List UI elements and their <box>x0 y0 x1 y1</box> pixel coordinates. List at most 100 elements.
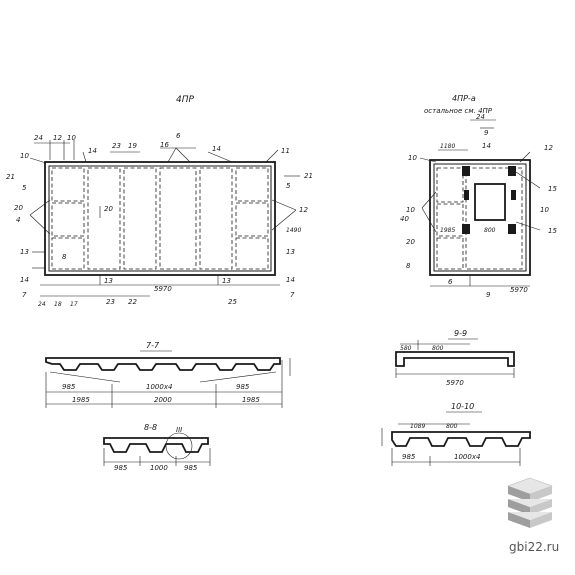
plan-4pr-a-outline <box>429 159 531 276</box>
plan-4pr-a-label-8: 8 <box>406 262 411 270</box>
plan-4pr-a-label-5970: 5970 <box>510 286 528 294</box>
section-8-8: 8-8 III 985 1000 985 <box>103 423 211 472</box>
plan-4pr-a-label-10l: 10 <box>406 206 415 214</box>
plan-4pr-label-5r: 5 <box>286 182 291 190</box>
plan-4pr-label-8: 8 <box>62 253 67 261</box>
plan-4pr-a-label-20: 20 <box>406 238 415 246</box>
watermark-text: gbi22.ru <box>509 540 559 554</box>
plan-4pr-label-12r: 12 <box>299 206 308 214</box>
plan-4pr-label-10t: 10 <box>67 134 76 142</box>
plan-4pr: 4ПР <box>6 95 313 308</box>
section-7-7-dim-1985b: 1985 <box>242 396 260 404</box>
plan-4pr-inner-border <box>48 165 272 272</box>
plan-4pr-title: 4ПР <box>176 95 194 105</box>
section-7-7-title: 7-7 <box>146 341 160 350</box>
section-10-10: 10-10 1089 800 985 1000x4 <box>381 402 531 466</box>
watermark: gbi22.ru <box>507 477 559 554</box>
plan-4pr-dim-24: 24 <box>38 301 46 308</box>
plan-4pr-bottom-annotations: 13 13 5970 24 18 17 23 22 25 <box>38 275 280 308</box>
section-7-7-dim-985a: 985 <box>62 383 76 391</box>
plan-4pr-label-13b1: 13 <box>104 277 113 285</box>
plan-4pr-label-14r: 14 <box>286 276 295 284</box>
plan-4pr-label-10l: 10 <box>20 152 29 160</box>
section-8-8-detail-circle <box>165 432 193 460</box>
section-9-9-dim-5970: 5970 <box>446 379 464 387</box>
plan-4pr-label-7r: 7 <box>290 291 295 299</box>
section-7-7-dim-1985a: 1985 <box>72 396 90 404</box>
plan-4pr-a-label-12: 12 <box>544 144 553 152</box>
section-8-8-profile <box>103 437 209 453</box>
section-9-9-title: 9-9 <box>454 329 467 338</box>
plan-4pr-top-annotations: 24 12 10 14 23 19 6 16 14 11 <box>34 132 290 163</box>
plan-4pr-label-23: 23 <box>112 142 121 150</box>
plan-4pr-a-label-10: 10 <box>408 154 417 162</box>
section-10-10-dim-985: 985 <box>402 453 416 461</box>
plan-4pr-a-annotations: 24 9 14 10 1180 12 15 10 15 10 40 20 198… <box>400 113 557 299</box>
plan-4pr-a-ribs <box>436 167 523 270</box>
plan-4pr-dim-17: 17 <box>70 301 78 308</box>
section-10-10-dim-1089: 1089 <box>410 423 425 430</box>
plan-4pr-a-label-1985: 1985 <box>440 227 455 234</box>
plan-4pr-a-subtitle: остальное см. 4ПР <box>424 107 493 115</box>
plan-4pr-a-label-15a: 15 <box>548 185 557 193</box>
plan-4pr-dim-22: 22 <box>128 298 137 306</box>
plan-4pr-a-label-10r: 10 <box>540 206 549 214</box>
section-7-7-dim-1000x4: 1000x4 <box>146 383 172 391</box>
section-9-9-dim-580: 580 <box>400 345 412 352</box>
section-7-7-dim-985b: 985 <box>236 383 250 391</box>
plan-4pr-a-label-15b: 15 <box>548 227 557 235</box>
section-8-8-title: 8-8 <box>144 423 157 432</box>
plan-4pr-ribs <box>51 167 269 270</box>
plan-4pr-label-14l: 14 <box>20 276 29 284</box>
plan-4pr-label-13l: 13 <box>20 248 29 256</box>
stack-logo-icon <box>507 477 553 528</box>
plan-4pr-label-12: 12 <box>53 134 62 142</box>
plan-4pr-label-21l: 21 <box>6 173 15 181</box>
plan-4pr-a-hatched-blocks <box>462 166 516 234</box>
plan-4pr-label-14a: 14 <box>88 147 97 155</box>
section-8-8-dim-1000: 1000 <box>150 464 168 472</box>
plan-4pr-a-label-800: 800 <box>484 227 496 234</box>
section-8-8-dim-985b: 985 <box>184 464 198 472</box>
section-7-7-profile <box>45 357 281 371</box>
plan-4pr-label-21r: 21 <box>304 172 313 180</box>
plan-4pr-dim-25: 25 <box>228 298 237 306</box>
plan-4pr-a-title: 4ПР-а <box>452 94 476 103</box>
plan-4pr-label-13r: 13 <box>286 248 295 256</box>
plan-4pr-label-5970: 5970 <box>154 285 172 293</box>
section-7-7-dim-2000: 2000 <box>154 396 172 404</box>
plan-4pr-a-label-14: 14 <box>482 142 491 150</box>
plan-4pr-a-label-24: 24 <box>476 113 485 121</box>
plan-4pr-left-annotations: 10 21 5 20 4 13 14 7 8 20 <box>6 152 113 299</box>
plan-4pr-label-11: 11 <box>281 147 290 155</box>
plan-4pr-label-13b2: 13 <box>222 277 231 285</box>
section-9-9-profile <box>395 351 515 367</box>
plan-4pr-label-4l: 4 <box>16 216 20 224</box>
plan-4pr-label-14b: 14 <box>212 145 221 153</box>
section-9-9: 9-9 580 800 5970 <box>395 329 515 387</box>
plan-4pr-label-24: 24 <box>34 134 43 142</box>
section-10-10-profile <box>391 431 531 447</box>
plan-4pr-a-label-1180: 1180 <box>440 143 455 150</box>
plan-4pr-right-annotations: 5 21 12 1490 13 14 7 <box>271 172 313 299</box>
plan-4pr-label-7l: 7 <box>22 291 27 299</box>
plan-4pr-a-label-40: 40 <box>400 215 409 223</box>
plan-4pr-label-6: 6 <box>176 132 181 140</box>
plan-4pr-a-label-6: 6 <box>448 278 453 286</box>
plan-4pr-a-inner-border <box>433 163 527 272</box>
plan-4pr-dim-23: 23 <box>106 298 115 306</box>
plan-4pr-a: 4ПР-а остальное см. 4ПР <box>400 94 557 299</box>
plan-4pr-a-label-9: 9 <box>484 129 489 137</box>
section-10-10-dim-1000x4: 1000x4 <box>454 453 480 461</box>
plan-4pr-a-label-9b: 9 <box>486 291 491 299</box>
plan-4pr-label-20c: 20 <box>104 205 113 213</box>
plan-4pr-dim-18: 18 <box>54 301 62 308</box>
section-8-8-dim-985a: 985 <box>114 464 128 472</box>
section-9-9-dim-800: 800 <box>432 345 444 352</box>
plan-4pr-label-19: 19 <box>128 142 137 150</box>
section-10-10-dim-800: 800 <box>446 423 458 430</box>
plan-4pr-label-20l: 20 <box>14 204 23 212</box>
plan-4pr-label-1490: 1490 <box>286 227 301 234</box>
plan-4pr-outline <box>44 161 276 276</box>
